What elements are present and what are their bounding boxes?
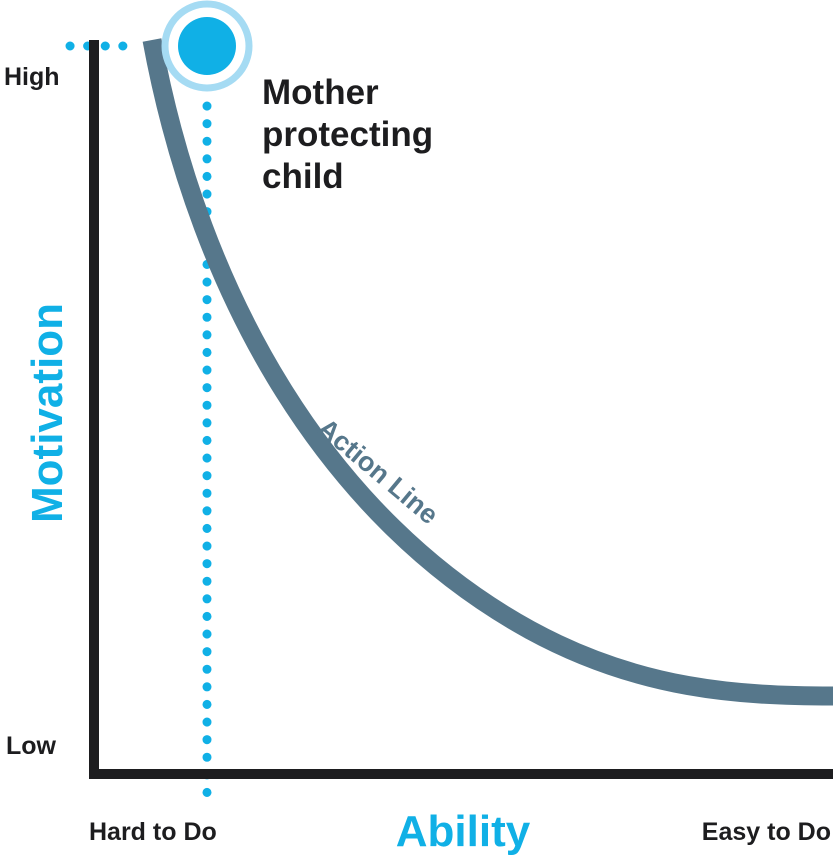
highlight-point-marker xyxy=(178,17,236,75)
highlight-label-line-2: protecting xyxy=(262,115,433,154)
highlight-point-label: Mother protecting child xyxy=(262,73,443,196)
highlight-label-line-1: Mother xyxy=(262,73,379,112)
y-axis-title: Motivation xyxy=(23,303,72,523)
action-line-curve xyxy=(142,38,833,706)
x-axis-hard-label: Hard to Do xyxy=(89,818,217,846)
y-axis-high-label: High xyxy=(4,63,60,91)
x-axis-title: Ability xyxy=(396,807,531,856)
x-axis-easy-label: Easy to Do xyxy=(702,818,831,846)
highlight-label-line-3: child xyxy=(262,157,344,196)
y-axis-low-label: Low xyxy=(6,732,57,760)
